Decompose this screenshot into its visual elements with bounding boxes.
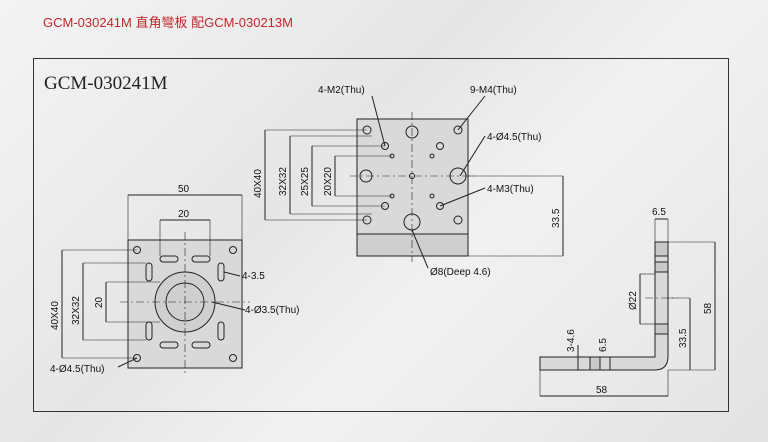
top-m2-label: 4-M2(Thu) bbox=[318, 85, 365, 96]
front-view bbox=[61, 194, 250, 376]
top-view bbox=[264, 95, 564, 269]
side-dim-slot: 3-4.6 bbox=[566, 329, 577, 352]
front-hole-label: 4-Ø4.5(Thu) bbox=[50, 364, 104, 375]
side-view bbox=[539, 218, 716, 397]
top-center-label: Ø8(Deep 4.6) bbox=[430, 267, 491, 278]
front-dim-inner: 20 bbox=[178, 209, 190, 220]
front-cb-label: 4-Ø3.5(Thu) bbox=[245, 305, 299, 316]
front-dim-outer-v: 40X40 bbox=[50, 301, 61, 330]
page-title: GCM-030241M 直角彎板 配GCM-030213M bbox=[43, 15, 293, 30]
top-dim-20: 20X20 bbox=[323, 167, 334, 196]
top-dim-25: 25X25 bbox=[300, 167, 311, 196]
side-dim-height: 58 bbox=[703, 302, 714, 314]
side-dim-length: 58 bbox=[596, 385, 608, 396]
drawing-frame bbox=[33, 58, 729, 412]
top-hole-label: 4-Ø4.5(Thu) bbox=[487, 132, 541, 143]
side-dim-hole: Ø22 bbox=[628, 291, 639, 310]
part-number: GCM-030241M bbox=[44, 73, 168, 94]
top-m4-label: 9-M4(Thu) bbox=[470, 85, 517, 96]
side-dim-thick: 6.5 bbox=[652, 207, 666, 218]
side-dim-center: 33.5 bbox=[678, 328, 689, 348]
front-dim-width: 50 bbox=[178, 184, 190, 195]
top-dim-40: 40X40 bbox=[253, 169, 264, 198]
side-dim-base: 6.5 bbox=[598, 338, 609, 352]
top-dim-height: 33.5 bbox=[551, 208, 562, 228]
top-m3-label: 4-M3(Thu) bbox=[487, 184, 534, 195]
front-slot-label: 4-3.5 bbox=[242, 271, 265, 282]
front-dim-pattern-v: 32X32 bbox=[71, 296, 82, 325]
top-dim-32: 32X32 bbox=[278, 167, 289, 196]
front-dim-center-v: 20 bbox=[94, 296, 105, 308]
